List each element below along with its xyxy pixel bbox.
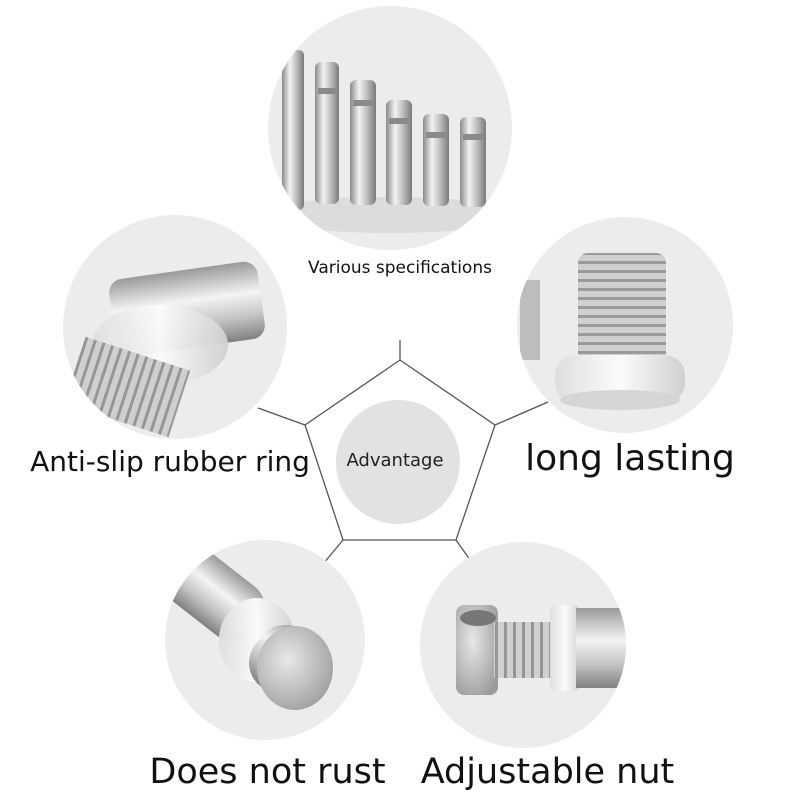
bottom-right-product-image bbox=[420, 542, 626, 748]
top-product-image bbox=[268, 6, 512, 250]
connector-right bbox=[494, 401, 549, 426]
center-label: Advantage bbox=[346, 450, 444, 471]
label-adjustable-nut: Adjustable nut bbox=[420, 752, 675, 792]
pentagon-diagram bbox=[257, 340, 549, 571]
center-disc bbox=[336, 400, 460, 524]
label-anti-slip-rubber-ring: Anti-slip rubber ring bbox=[30, 445, 310, 478]
thread-bolt-icon bbox=[520, 253, 685, 410]
pentagon-outline bbox=[304, 359, 496, 541]
adjustable-nut-icon bbox=[456, 605, 626, 695]
label-does-not-rust: Does not rust bbox=[149, 752, 386, 792]
connector-left bbox=[257, 407, 306, 426]
bottom-left-product-image bbox=[165, 540, 365, 740]
label-various-specifications: Various specifications bbox=[308, 258, 492, 278]
label-long-lasting: long lasting bbox=[525, 438, 735, 479]
right-product-image bbox=[517, 217, 733, 433]
left-product-image bbox=[63, 215, 287, 439]
standoff-set-icon bbox=[282, 50, 486, 210]
